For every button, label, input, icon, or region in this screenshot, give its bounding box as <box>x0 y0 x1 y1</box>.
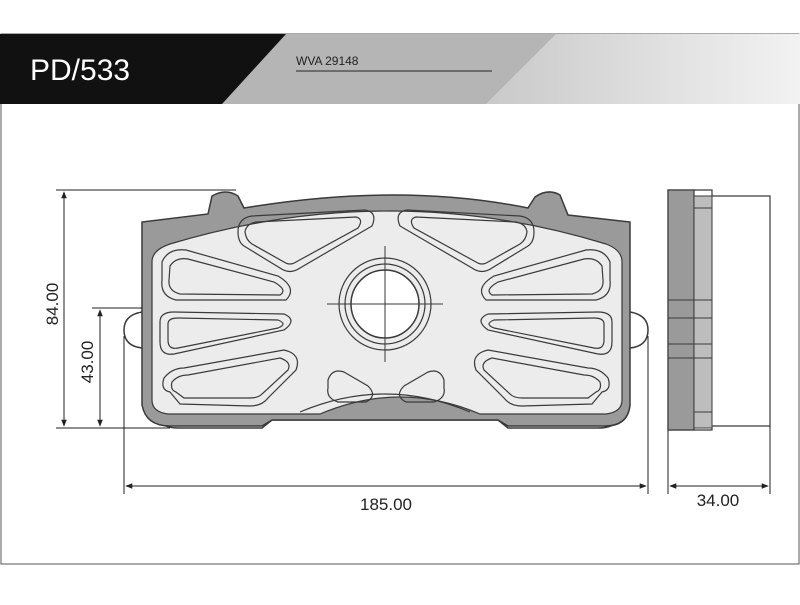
groove-right-4 <box>473 349 610 407</box>
side-underlayer <box>693 195 713 429</box>
lower-bump <box>299 393 471 413</box>
groove-left-1 <box>237 209 375 273</box>
grooves-right <box>397 209 613 407</box>
groove-right-5 <box>398 370 445 403</box>
header-gray-stripe <box>222 34 556 104</box>
center-hole <box>327 246 443 362</box>
header-band: PD/533 WVA 29148 <box>0 34 800 104</box>
groove-left-3 <box>159 311 292 355</box>
wva-label: WVA 29148 <box>296 54 359 68</box>
header-black-stripe <box>0 34 286 104</box>
grooves-left <box>159 209 375 407</box>
groove-right-3-inner <box>488 317 605 349</box>
groove-left-1-inner <box>244 216 362 265</box>
header-light-stripe <box>470 34 800 104</box>
groove-left-2-inner <box>168 258 284 296</box>
dim-34-label: 34.00 <box>697 491 740 510</box>
right-clip <box>629 311 649 349</box>
dim-185-label: 185.00 <box>360 495 412 514</box>
groove-right-2-inner <box>488 258 604 296</box>
pad-side-view <box>667 189 771 431</box>
groove-right-3 <box>480 311 613 355</box>
part-number: PD/533 <box>30 54 130 87</box>
groove-right-1-inner <box>410 216 528 265</box>
dimensions <box>56 189 771 494</box>
pad-front-view <box>123 191 649 429</box>
groove-right-1 <box>397 209 535 273</box>
groove-left-3-inner <box>167 317 284 349</box>
groove-right-4-inner <box>482 357 602 399</box>
groove-right-2 <box>480 249 611 301</box>
dim-84-label: 84.00 <box>43 283 62 326</box>
dim-43-label: 43.00 <box>78 341 97 384</box>
side-backplate <box>667 189 695 431</box>
groove-left-5 <box>327 370 374 403</box>
groove-left-2 <box>161 249 292 301</box>
groove-left-4 <box>162 349 299 407</box>
groove-left-4-inner <box>170 357 290 399</box>
left-clip <box>123 311 143 349</box>
